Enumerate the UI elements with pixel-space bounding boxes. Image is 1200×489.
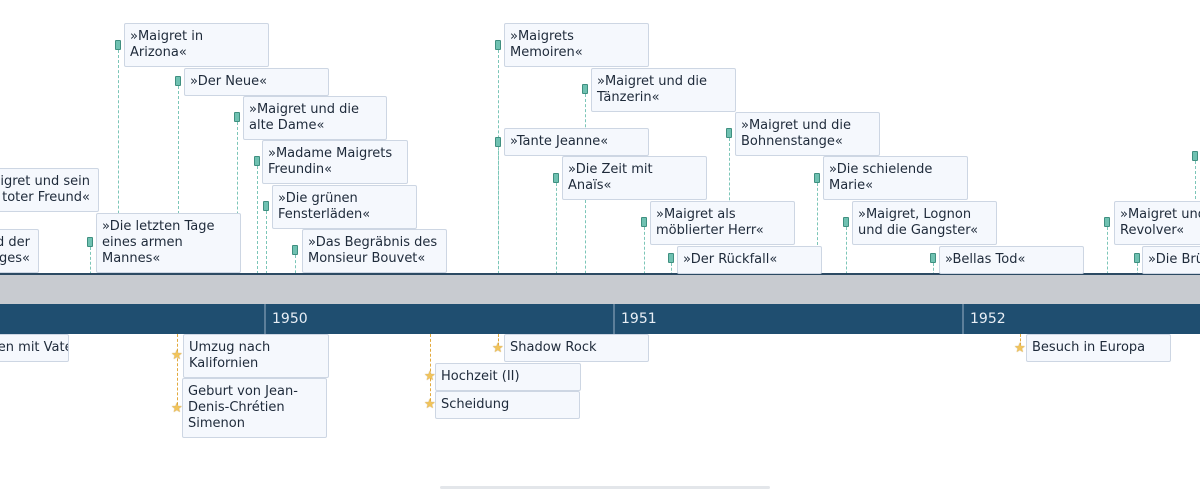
star-icon[interactable]: ★ (1014, 341, 1026, 356)
year-label-1951: 1951 (613, 304, 963, 334)
event-marker[interactable] (1192, 151, 1198, 161)
event-wiedersehen-mit-vater[interactable]: Wiedersehen mit Vater (0, 334, 69, 362)
timeline-axis (0, 304, 1200, 334)
event-shadow-rock[interactable]: Shadow Rock (504, 334, 649, 362)
year-label-1950: 1950 (264, 304, 614, 334)
connector-line (266, 211, 267, 304)
event-marker[interactable] (254, 156, 260, 166)
star-icon[interactable]: ★ (424, 369, 436, 384)
event-marker[interactable] (641, 217, 647, 227)
event-marker[interactable] (843, 217, 849, 227)
event-marker[interactable] (553, 173, 559, 183)
event-marker[interactable] (115, 40, 121, 50)
event-maigret-lognon-und-die-gangster[interactable]: »Maigret, Lognon und die Gangster« (852, 201, 997, 245)
event-marker[interactable] (1134, 253, 1140, 263)
horizontal-scrollbar[interactable] (440, 486, 770, 489)
timeline-band (0, 273, 1200, 304)
star-icon[interactable]: ★ (492, 341, 504, 356)
event-maigret-als-moeblierter-herr[interactable]: »Maigret als möblierter Herr« (650, 201, 795, 245)
event-maigret-und-die-bohnenstange[interactable]: »Maigret und die Bohnenstange« (735, 112, 880, 156)
connector-line (178, 86, 179, 304)
event-tante-jeanne[interactable]: »Tante Jeanne« (504, 128, 649, 156)
event-die-gruenen-fensterlaeden[interactable]: »Die grünen Fensterläden« (272, 185, 417, 229)
event-geburt-jean-denis-chretien-simenon[interactable]: Geburt von Jean-Denis-Chrétien Simenon (182, 378, 327, 438)
star-icon[interactable]: ★ (424, 397, 436, 412)
event-maigret-und-die-taenzerin[interactable]: »Maigret und die Tänzerin« (591, 68, 736, 112)
event-marker[interactable] (495, 40, 501, 50)
event-die-schielende-marie[interactable]: »Die schielende Marie« (823, 156, 968, 200)
event-der-rueckfall[interactable]: »Der Rückfall« (677, 246, 822, 274)
event-madame-maigrets-freundin[interactable]: »Madame Maigrets Freundin« (262, 140, 408, 184)
event-maigret-und-die-alte-dame[interactable]: »Maigret und die alte Dame« (243, 96, 387, 140)
event-marker[interactable] (175, 76, 181, 86)
connector-line (644, 227, 645, 304)
event-marker[interactable] (582, 84, 588, 94)
event-das-begraebnis-des-monsieur-bouvet[interactable]: »Das Begräbnis des Monsieur Bouvet« (302, 229, 447, 273)
year-label-1952: 1952 (962, 304, 1200, 334)
connector-line (177, 334, 178, 410)
event-marker[interactable] (263, 201, 269, 211)
event-marker[interactable] (292, 245, 298, 255)
event-marker[interactable] (930, 253, 936, 263)
star-icon[interactable]: ★ (171, 348, 183, 363)
connector-line (846, 227, 847, 304)
connector-line (817, 183, 818, 304)
event-marker[interactable] (495, 137, 501, 147)
event-maigret-und-sein-toter-freund[interactable]: »Maigret und sein toter Freund« (0, 168, 99, 212)
event-maigrets-memoiren[interactable]: »Maigrets Memoiren« (504, 23, 649, 67)
event-marker[interactable] (87, 237, 93, 247)
connector-line (1020, 334, 1021, 350)
connector-line (257, 166, 258, 304)
event-marker[interactable] (234, 112, 240, 122)
event-marker[interactable] (814, 173, 820, 183)
event-besuch-in-europa[interactable]: Besuch in Europa (1026, 334, 1171, 362)
connector-line (556, 183, 557, 304)
connector-line (118, 50, 119, 304)
event-marker[interactable] (668, 253, 674, 263)
connector-line (430, 334, 431, 406)
event-hochzeit-ii[interactable]: Hochzeit (II) (435, 363, 581, 391)
event-der-neue[interactable]: »Der Neue« (184, 68, 329, 96)
event-maigret-und-der-mann-des-tages[interactable]: »Maigret und der Mann des Tages« (0, 229, 39, 273)
event-die-letzten-tage-eines-armen-mannes[interactable]: »Die letzten Tage eines armen Mannes« (96, 213, 241, 273)
connector-line (1107, 227, 1108, 304)
event-die-brueder-rico[interactable]: »Die Brüder Rico« (1142, 246, 1200, 274)
event-die-zeit-mit-anais[interactable]: »Die Zeit mit Anaïs« (562, 156, 707, 200)
connector-line (498, 334, 499, 350)
event-scheidung[interactable]: Scheidung (435, 391, 580, 419)
connector-line (498, 147, 499, 304)
event-marker[interactable] (1104, 217, 1110, 227)
event-marker[interactable] (726, 128, 732, 138)
event-maigret-und-sein-revolver[interactable]: »Maigret und sein Revolver« (1114, 201, 1200, 245)
star-icon[interactable]: ★ (171, 401, 183, 416)
event-umzug-nach-kalifornien[interactable]: Umzug nach Kalifornien (183, 334, 329, 378)
event-bellas-tod[interactable]: »Bellas Tod« (939, 246, 1084, 274)
event-maigret-in-arizona[interactable]: »Maigret in Arizona« (124, 23, 269, 67)
